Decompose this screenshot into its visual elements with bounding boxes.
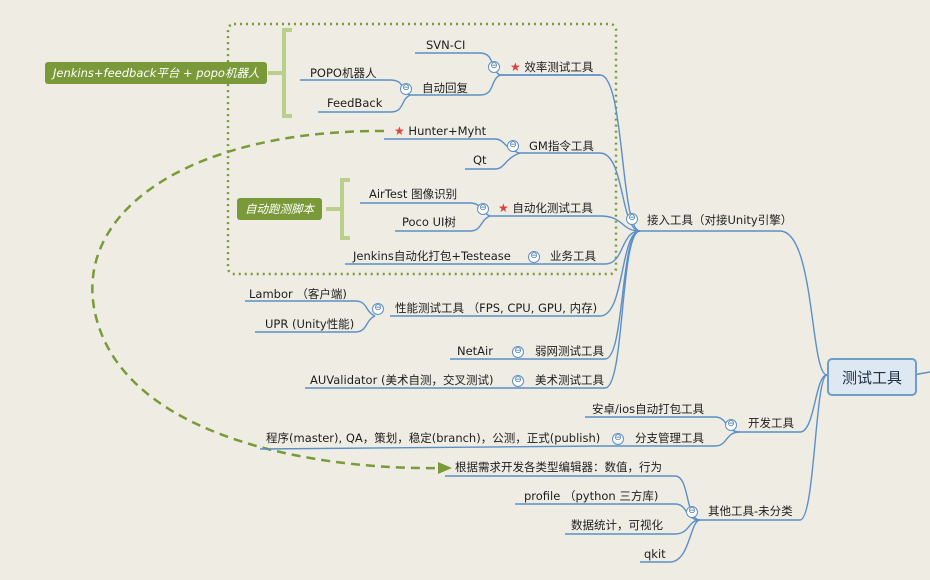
root-node[interactable]: 测试工具 [827, 358, 917, 396]
node-branch-mgmt[interactable]: 分支管理工具 [635, 431, 704, 445]
node-netair[interactable]: NetAir [457, 344, 493, 358]
node-hunter[interactable]: ★ Hunter+Myht [394, 123, 486, 139]
node-performance-tools[interactable]: 性能测试工具 （FPS, CPU, GPU, 内存) [395, 301, 598, 315]
node-airtest[interactable]: AirTest 图像识别 [369, 187, 458, 201]
collapse-toggle-performance[interactable]: ⊖ [372, 303, 384, 315]
node-label: 效率测试工具 [524, 60, 594, 74]
tag-auto-script: 自动跑测脚本 [237, 198, 322, 220]
node-branch-desc[interactable]: 程序(master), QA，策划，稳定(branch)，公测，正式(publi… [266, 431, 601, 445]
collapse-toggle-gm[interactable]: ⊖ [507, 140, 519, 152]
dashed-arrow [91, 129, 441, 470]
tag-jenkins-feedback: Jenkins+feedback平台 + popo机器人 [45, 62, 268, 84]
star-icon: ★ [498, 201, 509, 215]
collapse-toggle-automation[interactable]: ⊖ [477, 203, 489, 215]
collapse-toggle-business[interactable]: ⊖ [528, 251, 540, 263]
group-boundary [226, 22, 618, 276]
collapse-toggle-efficiency[interactable]: ⊖ [488, 61, 500, 73]
node-art-tools[interactable]: 美术测试工具 [535, 373, 604, 387]
node-popo-bot[interactable]: POPO机器人 [310, 66, 377, 80]
node-label: Hunter+Myht [408, 124, 487, 138]
node-poco[interactable]: Poco UI树 [402, 215, 456, 229]
bracket-jenkins [268, 28, 292, 118]
star-icon: ★ [510, 60, 521, 74]
node-feedback[interactable]: FeedBack [327, 96, 383, 110]
collapse-toggle-auto-reply[interactable]: ⊖ [400, 83, 412, 95]
collapse-toggle-integration[interactable]: ⊖ [626, 213, 638, 225]
node-other-tools[interactable]: 其他工具-未分类 [708, 504, 793, 518]
collapse-toggle-other[interactable]: ⊖ [686, 506, 698, 518]
node-auvalidator[interactable]: AUValidator (美术自测，交叉测试) [310, 373, 494, 387]
node-jenkins-pack[interactable]: Jenkins自动化打包+Testease [353, 249, 511, 263]
node-stats[interactable]: 数据统计，可视化 [571, 518, 663, 532]
node-label: 自动化测试工具 [512, 201, 593, 215]
node-gm-tools[interactable]: GM指令工具 [529, 139, 594, 153]
collapse-toggle-branch[interactable]: ⊖ [612, 433, 624, 445]
arrow-head [438, 462, 452, 474]
node-business-tools[interactable]: 业务工具 [550, 249, 596, 263]
node-svn-ci[interactable]: SVN-CI [426, 38, 466, 52]
node-auto-reply[interactable]: 自动回复 [422, 81, 468, 95]
collapse-toggle-network[interactable]: ⊖ [512, 346, 524, 358]
node-automation-tools[interactable]: ★ 自动化测试工具 [498, 200, 593, 216]
node-upr[interactable]: UPR (Unity性能) [265, 317, 355, 331]
node-network-tools[interactable]: 弱网测试工具 [535, 344, 604, 358]
bracket-autoscript [326, 178, 350, 240]
node-android-ios[interactable]: 安卓/ios自动打包工具 [592, 402, 705, 416]
node-editor[interactable]: 根据需求开发各类型编辑器：数值，行为 [455, 460, 662, 474]
node-efficiency-tools[interactable]: ★ 效率测试工具 [510, 59, 593, 75]
node-qkit[interactable]: qkit [644, 547, 666, 561]
node-qt[interactable]: Qt [473, 153, 487, 167]
node-profile[interactable]: profile （python 三方库) [524, 489, 659, 503]
collapse-toggle-dev[interactable]: ⊖ [725, 419, 737, 431]
node-lambor[interactable]: Lambor （客户端) [249, 287, 347, 301]
star-icon: ★ [394, 124, 405, 138]
node-dev-tools[interactable]: 开发工具 [748, 416, 794, 430]
node-integration-tools[interactable]: 接入工具（对接Unity引擎） [647, 213, 793, 227]
collapse-toggle-art[interactable]: ⊖ [512, 375, 524, 387]
